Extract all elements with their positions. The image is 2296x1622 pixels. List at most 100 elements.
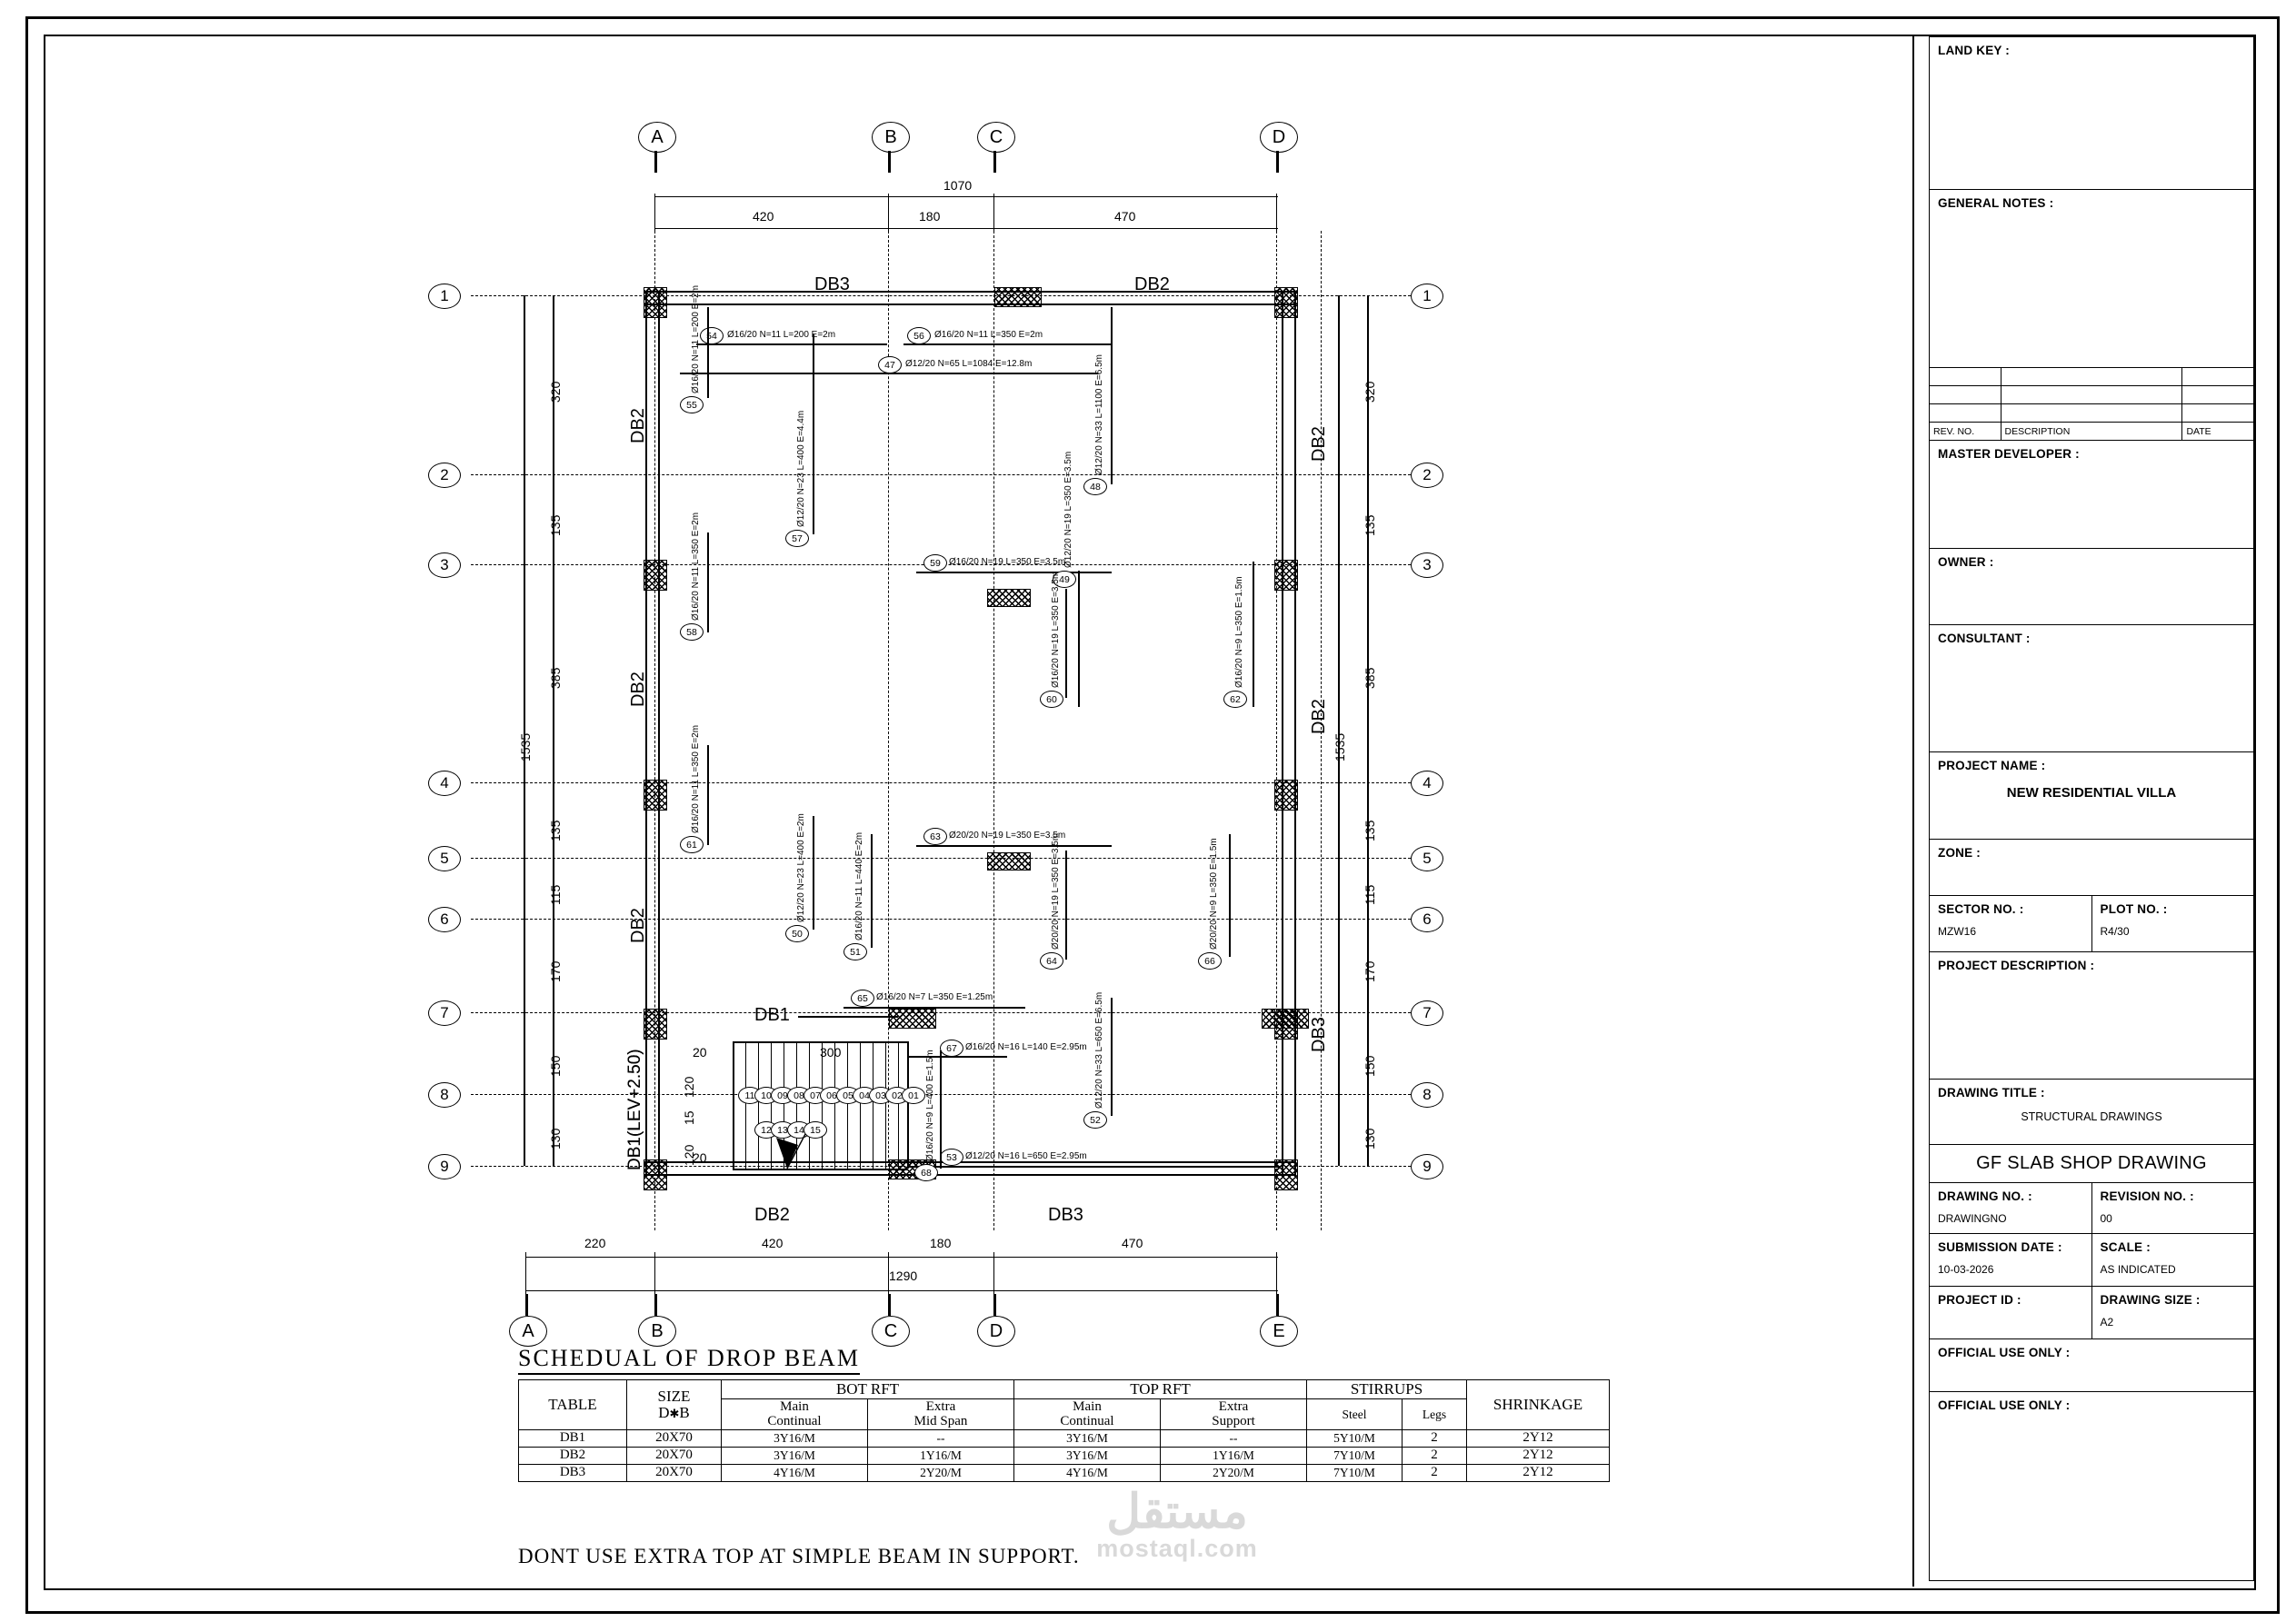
title-block: LAND KEY : GENERAL NOTES : REV. NO. DESC… [1929, 36, 2254, 1581]
rebar-line-47 [680, 373, 1098, 374]
rebar-tag-60[interactable]: 60 [1040, 691, 1063, 708]
grid-bubble-bottom-A[interactable]: A [509, 1316, 547, 1347]
grid-bubble-right-5[interactable]: 5 [1411, 846, 1443, 871]
grid-bubble-right-3[interactable]: 3 [1411, 552, 1443, 578]
dim-tick [888, 194, 890, 232]
plot-no-value: R4/30 [2100, 925, 2130, 938]
grid-bubble-right-6[interactable]: 6 [1411, 907, 1443, 932]
rebar-tag-50[interactable]: 50 [785, 925, 809, 942]
rebar-tag-56[interactable]: 56 [907, 327, 931, 344]
drawing-title-value: STRUCTURAL DRAWINGS [2021, 1110, 2162, 1123]
grid-bubble-right-4[interactable]: 4 [1411, 771, 1443, 796]
grid-bubble-left-6[interactable]: 6 [428, 907, 461, 932]
stair-tread [847, 1041, 849, 1169]
grid-leader [654, 151, 657, 173]
grid-bubble-left-5[interactable]: 5 [428, 846, 461, 871]
rebar-tag-55[interactable]: 55 [680, 396, 704, 413]
cell-steel: 7Y10/M [1306, 1447, 1403, 1465]
rebar-tag-53[interactable]: 53 [940, 1149, 963, 1166]
grid-bubble-bottom-C[interactable]: C [872, 1316, 910, 1347]
dim-right-6: 170 [1363, 960, 1377, 982]
beam-label-left-3: DB2 [628, 908, 648, 943]
rebar-tag-62[interactable]: 62 [1223, 691, 1247, 708]
dim-line-right-chain [1367, 295, 1369, 1166]
grid-bubble-right-1[interactable]: 1 [1411, 284, 1443, 309]
cell-top-extra: 1Y16/M [1160, 1447, 1307, 1465]
grid-bubble-left-2[interactable]: 2 [428, 463, 461, 488]
dim-tick [1276, 194, 1278, 232]
grid-bubble-top-A[interactable]: A [638, 122, 676, 153]
th-shrinkage: SHRINKAGE [1466, 1378, 1610, 1431]
grid-bubble-right-9[interactable]: 9 [1411, 1154, 1443, 1179]
rebar-tag-65[interactable]: 65 [851, 990, 874, 1007]
sector-plot-row: SECTOR NO. : MZW16 PLOT NO. : R4/30 [1929, 895, 2254, 951]
rebar-tag-68[interactable]: 68 [914, 1164, 938, 1181]
grid-line-A [654, 231, 655, 1230]
drawing-no-cell: DRAWING NO. : DRAWINGNO [1930, 1183, 2092, 1233]
scale-label: SCALE : [2100, 1240, 2151, 1254]
column [1274, 287, 1298, 318]
rebar-tag-48[interactable]: 48 [1083, 478, 1107, 495]
stair-tread [758, 1041, 760, 1169]
schedule-note: DONT USE EXTRA TOP AT SIMPLE BEAM IN SUP… [518, 1545, 1080, 1567]
cell-top-main: 3Y16/M [1013, 1447, 1161, 1465]
grid-bubble-right-2[interactable]: 2 [1411, 463, 1443, 488]
grid-bubble-right-8[interactable]: 8 [1411, 1082, 1443, 1108]
rebar-line-66 [1229, 834, 1231, 957]
rebar-note-57: Ø12/20 N=23 L=400 E=4.4m [796, 410, 806, 527]
drawing-revision-row: DRAWING NO. : DRAWINGNO REVISION NO. : 0… [1929, 1182, 2254, 1233]
rebar-tag-61[interactable]: 61 [680, 836, 704, 853]
stair-dim-15: 15 [682, 1110, 696, 1125]
stair-tread [860, 1041, 862, 1169]
grid-bubble-left-1[interactable]: 1 [428, 284, 461, 309]
revision-no-value: 00 [2100, 1212, 2112, 1225]
rebar-tag-63[interactable]: 63 [923, 828, 947, 845]
rebar-tag-64[interactable]: 64 [1040, 952, 1063, 970]
rebar-tag-47[interactable]: 47 [878, 356, 902, 373]
grid-bubble-bottom-D[interactable]: D [977, 1316, 1015, 1347]
grid-bubble-top-B[interactable]: B [872, 122, 910, 153]
grid-bubble-top-C[interactable]: C [977, 122, 1015, 153]
table-row: DB2 20X70 3Y16/M 1Y16/M 3Y16/M 1Y16/M 7Y… [518, 1447, 1610, 1465]
rebar-tag-49[interactable]: 49 [1053, 571, 1076, 588]
rebar-note-63: Ø20/20 N=19 L=350 E=3.5m [949, 831, 1066, 841]
grid-bubble-left-3[interactable]: 3 [428, 552, 461, 578]
grid-bubble-bottom-B[interactable]: B [638, 1316, 676, 1347]
grid-bubble-left-4[interactable]: 4 [428, 771, 461, 796]
rebar-tag-59[interactable]: 59 [923, 554, 947, 572]
slab-opening-1 [987, 589, 1031, 607]
land-key-box: LAND KEY : [1929, 36, 2254, 189]
grid-bubble-left-7[interactable]: 7 [428, 1000, 461, 1026]
grid-line-7 [471, 1012, 1411, 1013]
rebar-tag-54[interactable]: 54 [700, 327, 724, 344]
stair-beam-label-db1: DB1 [754, 1005, 790, 1025]
rebar-tag-51[interactable]: 51 [844, 943, 867, 960]
grid-bubble-bottom-E[interactable]: E [1260, 1316, 1298, 1347]
grid-leader [1276, 151, 1279, 173]
rebar-tag-66[interactable]: 66 [1198, 952, 1222, 970]
rebar-tag-67[interactable]: 67 [940, 1040, 963, 1057]
rebar-tag-57[interactable]: 57 [785, 530, 809, 547]
sector-no-label: SECTOR NO. : [1938, 902, 2024, 916]
dim-tick [993, 194, 995, 232]
slab-edge-right-inner [1294, 291, 1297, 1176]
grid-leader [888, 1294, 891, 1316]
rebar-tag-52[interactable]: 52 [1083, 1111, 1107, 1129]
drawing-title-box: DRAWING TITLE : STRUCTURAL DRAWINGS [1929, 1079, 2254, 1144]
grid-bubble-top-D[interactable]: D [1260, 122, 1298, 153]
grid-bubble-left-8[interactable]: 8 [428, 1082, 461, 1108]
rebar-line-64 [1065, 851, 1067, 960]
revision-table: REV. NO. DESCRIPTION DATE [1929, 367, 2254, 441]
grid-bubble-left-9[interactable]: 9 [428, 1154, 461, 1179]
beam-label-top-right: DB2 [1134, 274, 1170, 294]
cell-bot-main: 4Y16/M [721, 1463, 868, 1482]
dim-bottom-1: 220 [584, 1236, 606, 1250]
stair-dim-20-bottom: 20 [693, 1150, 707, 1165]
cell-size: 20X70 [626, 1447, 722, 1465]
rebar-note-67: Ø16/20 N=16 L=140 E=2.95m [965, 1042, 1087, 1052]
submission-date-cell: SUBMISSION DATE : 10-03-2026 [1930, 1234, 2092, 1286]
rebar-tag-58[interactable]: 58 [680, 623, 704, 641]
grid-bubble-right-7[interactable]: 7 [1411, 1000, 1443, 1026]
beam-label-right-1: DB2 [1309, 426, 1329, 462]
